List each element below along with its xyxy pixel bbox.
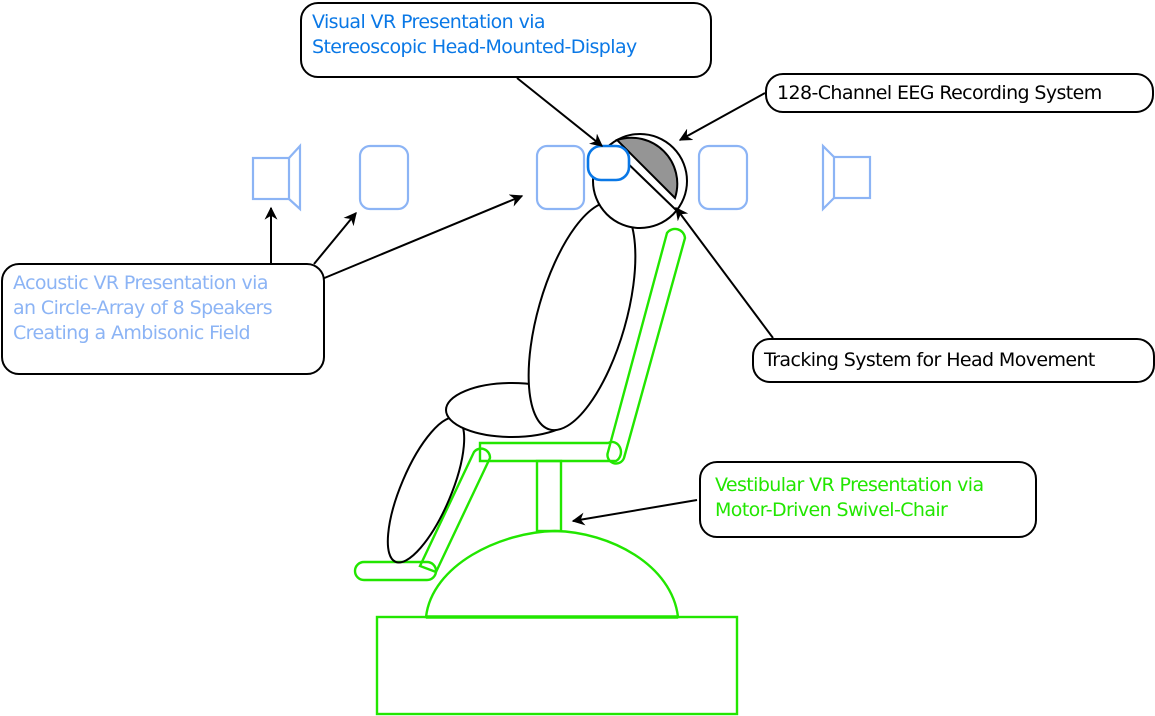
eeg-cap-icon (615, 136, 679, 200)
chair-foot-rest (353, 560, 438, 582)
label-visual-vr: Visual VR Presentation via Stereoscopic … (300, 2, 712, 78)
speaker-box-icon (697, 144, 749, 211)
speaker-box-icon (535, 144, 586, 211)
label-eeg-line-1: 128-Channel EEG Recording System (777, 82, 1102, 104)
speaker-cone-right-icon (821, 143, 872, 212)
arrow-tracking (675, 206, 774, 339)
arrow-visual (516, 77, 604, 147)
arrow-acoustic-3 (321, 194, 524, 280)
label-acoustic-line-2: an Circle-Array of 8 Speakers (13, 297, 273, 319)
speaker-box-icon (358, 144, 410, 211)
label-vestibular-vr: Vestibular VR Presentation via Motor-Dri… (699, 461, 1037, 538)
label-vestibular-line-2: Motor-Driven Swivel-Chair (715, 499, 948, 521)
label-tracking-line-1: Tracking System for Head Movement (764, 349, 1095, 371)
label-acoustic-line-3: Creating a Ambisonic Field (13, 322, 251, 344)
swivel-chair (353, 227, 739, 716)
arrow-acoustic-2 (313, 211, 357, 265)
label-visual-line-2: Stereoscopic Head-Mounted-Display (312, 36, 637, 58)
label-eeg-system: 128-Channel EEG Recording System (765, 73, 1154, 113)
label-acoustic-line-1: Acoustic VR Presentation via (13, 272, 268, 294)
hmd-icon (586, 144, 631, 182)
label-acoustic-vr: Acoustic VR Presentation via an Circle-A… (1, 263, 325, 375)
speaker-array (251, 143, 872, 212)
chair-leg-rest (418, 447, 492, 574)
label-visual-line-1: Visual VR Presentation via (312, 11, 546, 33)
arrow-vestibular (571, 499, 698, 526)
chair-platform (375, 615, 739, 716)
chair-column (535, 459, 563, 533)
label-vestibular-line-1: Vestibular VR Presentation via (715, 474, 984, 496)
subject (386, 133, 688, 564)
speaker-cone-left-icon (251, 143, 302, 212)
chair-seat (478, 440, 623, 463)
chair-backrest (606, 227, 687, 465)
arrow-eeg (678, 92, 766, 141)
chair-dome-base (424, 529, 680, 619)
callout-arrows (264, 77, 774, 526)
label-tracking-system: Tracking System for Head Movement (752, 338, 1155, 383)
subject-lower-leg (386, 416, 466, 564)
